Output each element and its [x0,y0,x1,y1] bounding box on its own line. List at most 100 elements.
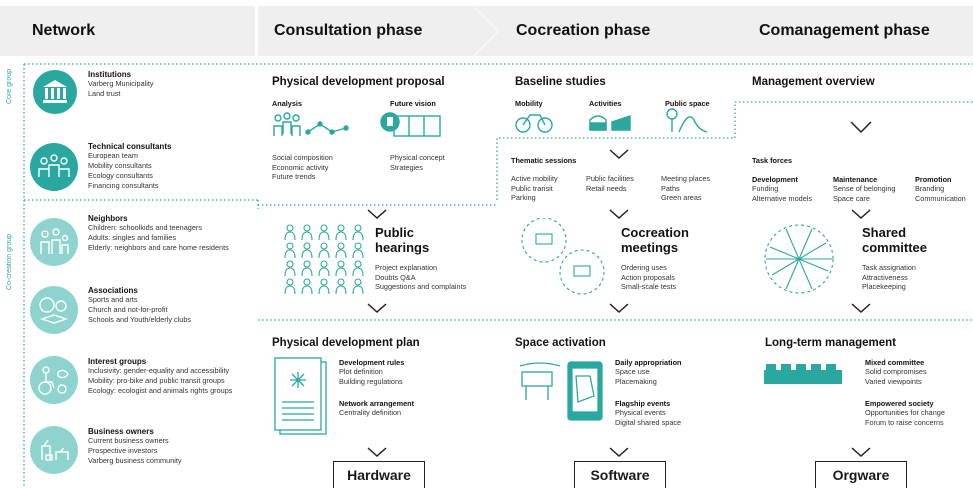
hardware-box: Hardware [333,461,425,488]
hearings-title-line: hearings [375,240,430,255]
bicycle-icon [515,114,553,133]
promotion-line: Communication [915,193,966,203]
hearings-line: Project explanation [375,263,438,272]
chevron-down-icon [609,303,629,314]
meetings-list: Ordering uses Action proposals Small-sca… [621,263,676,292]
mixed-committee-icon [764,364,842,384]
committee-title-line: committee [862,240,928,255]
business-line: Varberg business community [88,456,182,465]
empowered-block: Empowered society Opportunities for chan… [865,399,945,427]
header-network: Network [0,6,255,56]
empowered-line: Opportunities for change [865,408,945,417]
flagship-title: Flagship events [615,399,671,408]
meetings-title: Cocreation meetings [621,225,689,255]
technical-title: Technical consultants [88,142,172,151]
chevron-down-icon [851,447,871,458]
thematic-title: Thematic sessions [511,156,577,165]
flagship-line: Physical events [615,408,666,417]
meetings-line: Action proposals [621,272,675,282]
hearings-line: Suggestions and complaints [375,282,467,291]
committee-title-line: Shared [862,225,907,240]
header-bg-shape [0,6,255,56]
maintenance-block: Maintenance Sense of belonging Space car… [833,175,895,203]
committee-line: Placekeeping [862,282,906,291]
thematic-item: Parking [511,193,536,202]
network-arrangement-line: Centrality definition [339,408,402,417]
development-title: Development [752,175,798,184]
promotion-title: Promotion [915,175,952,184]
shared-committee-icon [764,224,834,294]
neighbors-icon [30,218,78,266]
header-bg-shape [716,6,973,56]
interest-line: Inclusivity: gender-equality and accessi… [88,366,230,375]
chevron-down-icon [609,149,629,160]
thematic-item: Meeting places [661,174,711,183]
flagship-block: Flagship events Physical events Digital … [615,399,681,427]
neighbors-title: Neighbors [88,214,128,223]
analysis-title: Analysis [272,99,303,108]
business-block: Business owners Current business owners … [88,427,182,466]
neighbors-line: Adults: singles and families [88,233,177,242]
chevron-down-icon [851,209,871,220]
technical-line: Financing consultants [88,181,159,190]
associations-block: Associations Sports and arts Church and … [88,286,191,325]
daily-block: Daily appropriation Space use Placemakin… [615,358,682,386]
chevron-down-icon [609,209,629,220]
interest-groups-icon [30,356,78,404]
associations-line: Church and not-for-profit [88,305,168,314]
hearings-title-line: Public [375,225,415,240]
task-forces-title: Task forces [752,156,793,165]
daily-line: Placemaking [615,376,657,386]
baseline-title: Baseline studies [515,76,606,88]
hearings-list: Project explanation Doubts Q&A Suggestio… [375,263,466,292]
thematic-col-3: Meeting places Paths Green areas [661,174,710,203]
committee-list: Task assignation Attractiveness Placekee… [862,263,916,292]
interest-title: Interest groups [88,357,147,366]
chevron-down-icon [850,121,872,134]
header-comanagement-label: Comanagement phase [759,22,930,39]
associations-line: Sports and arts [88,295,138,304]
network-arrangement-title: Network arrangement [339,399,415,408]
technical-line: European team [88,151,138,160]
header-comanagement: Comanagement phase [716,6,973,56]
promotion-line: Branding [915,184,945,193]
neighbors-line: Children: schoolkids and teenagers [88,223,202,232]
vision-list: Physical concept Strategies [390,153,445,172]
development-line: Funding [752,184,779,193]
interest-line: Mobility: pro-bike and public transit gr… [88,376,225,385]
plan-title: Physical development plan [272,337,420,349]
thematic-col-1: Active mobility Public transit Parking [511,174,558,203]
header-network-label: Network [32,22,96,39]
header-bg-shape [474,6,742,56]
software-box: Software [574,461,666,488]
development-block: Development Funding Alternative models [752,175,812,203]
associations-title: Associations [88,286,138,295]
business-owners-icon [30,426,78,474]
mobility-label: Mobility [515,99,543,108]
vision-icon [380,112,441,137]
institutions-block: Institutions Varberg Municipality Land t… [88,70,154,99]
header-consultation: Consultation phase [258,6,498,56]
analysis-line: Social composition [272,153,333,162]
chevron-down-icon [367,303,387,314]
core-group-label: Core group [6,68,13,104]
chevron-down-icon [367,447,387,458]
empowered-title: Empowered society [865,399,934,408]
neighbors-block: Neighbors Children: schoolkids and teena… [88,214,229,253]
analysis-list: Social composition Economic activity Fut… [272,153,333,182]
technical-block: Technical consultants European team Mobi… [88,142,171,191]
technical-line: Mobility consultants [88,161,152,170]
neighbors-line: Elderly: neighbors and care home residen… [88,243,229,252]
activities-label: Activities [589,99,622,108]
mixed-block: Mixed committee Solid compromises Varied… [865,358,927,386]
orgware-box: Orgware [815,461,907,488]
vision-line: Strategies [390,162,423,172]
analysis-icon [273,112,349,136]
rules-title: Development rules [339,358,405,367]
cocreation-meetings-icon [521,218,605,295]
promotion-block: Promotion Branding Communication [915,175,966,203]
meetings-title-line: Cocreation [621,225,689,240]
thematic-item: Retail needs [586,183,627,193]
daily-title: Daily appropriation [615,358,682,367]
